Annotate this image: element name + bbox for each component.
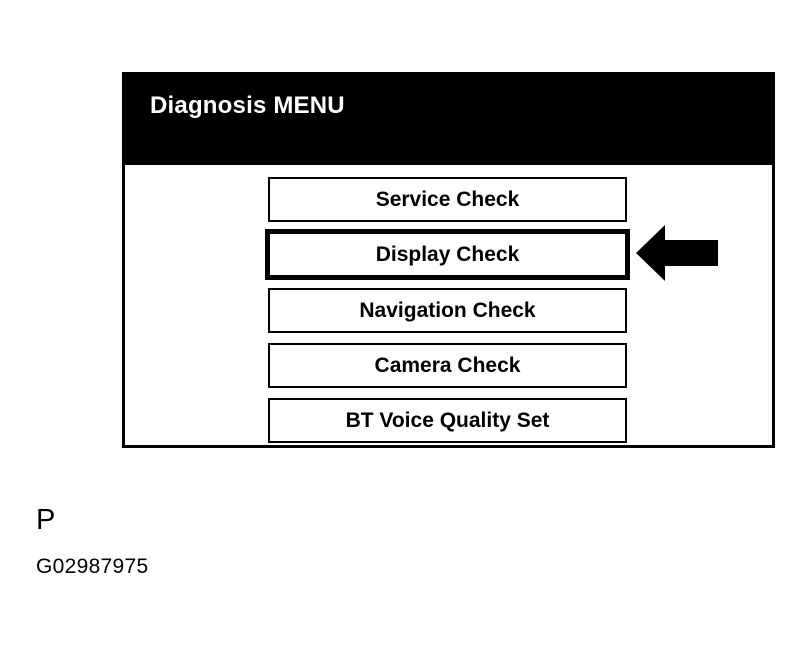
menu-item-service-check[interactable]: Service Check: [268, 177, 627, 222]
menu-item-label: Display Check: [375, 242, 520, 266]
menu-item-label: Service Check: [375, 187, 520, 211]
menu-item-label: Camera Check: [374, 353, 521, 377]
left-arrow-icon: [636, 225, 718, 281]
menu-item-bt-voice-quality-set[interactable]: BT Voice Quality Set: [268, 398, 627, 443]
caption-letter: P: [36, 504, 56, 536]
screen-header-bar: Diagnosis MENU: [125, 75, 772, 165]
menu-list: Service Check Display Check Navigation C…: [125, 165, 772, 451]
menu-item-label: Navigation Check: [359, 298, 536, 322]
figure-caption: P G02987975: [36, 500, 436, 580]
menu-item-label: BT Voice Quality Set: [345, 408, 550, 432]
menu-item-camera-check[interactable]: Camera Check: [268, 343, 627, 388]
menu-item-navigation-check[interactable]: Navigation Check: [268, 288, 627, 333]
menu-item-display-check[interactable]: Display Check: [265, 229, 630, 280]
caption-code: G02987975: [36, 555, 149, 578]
page-title: Diagnosis MENU: [150, 92, 345, 119]
